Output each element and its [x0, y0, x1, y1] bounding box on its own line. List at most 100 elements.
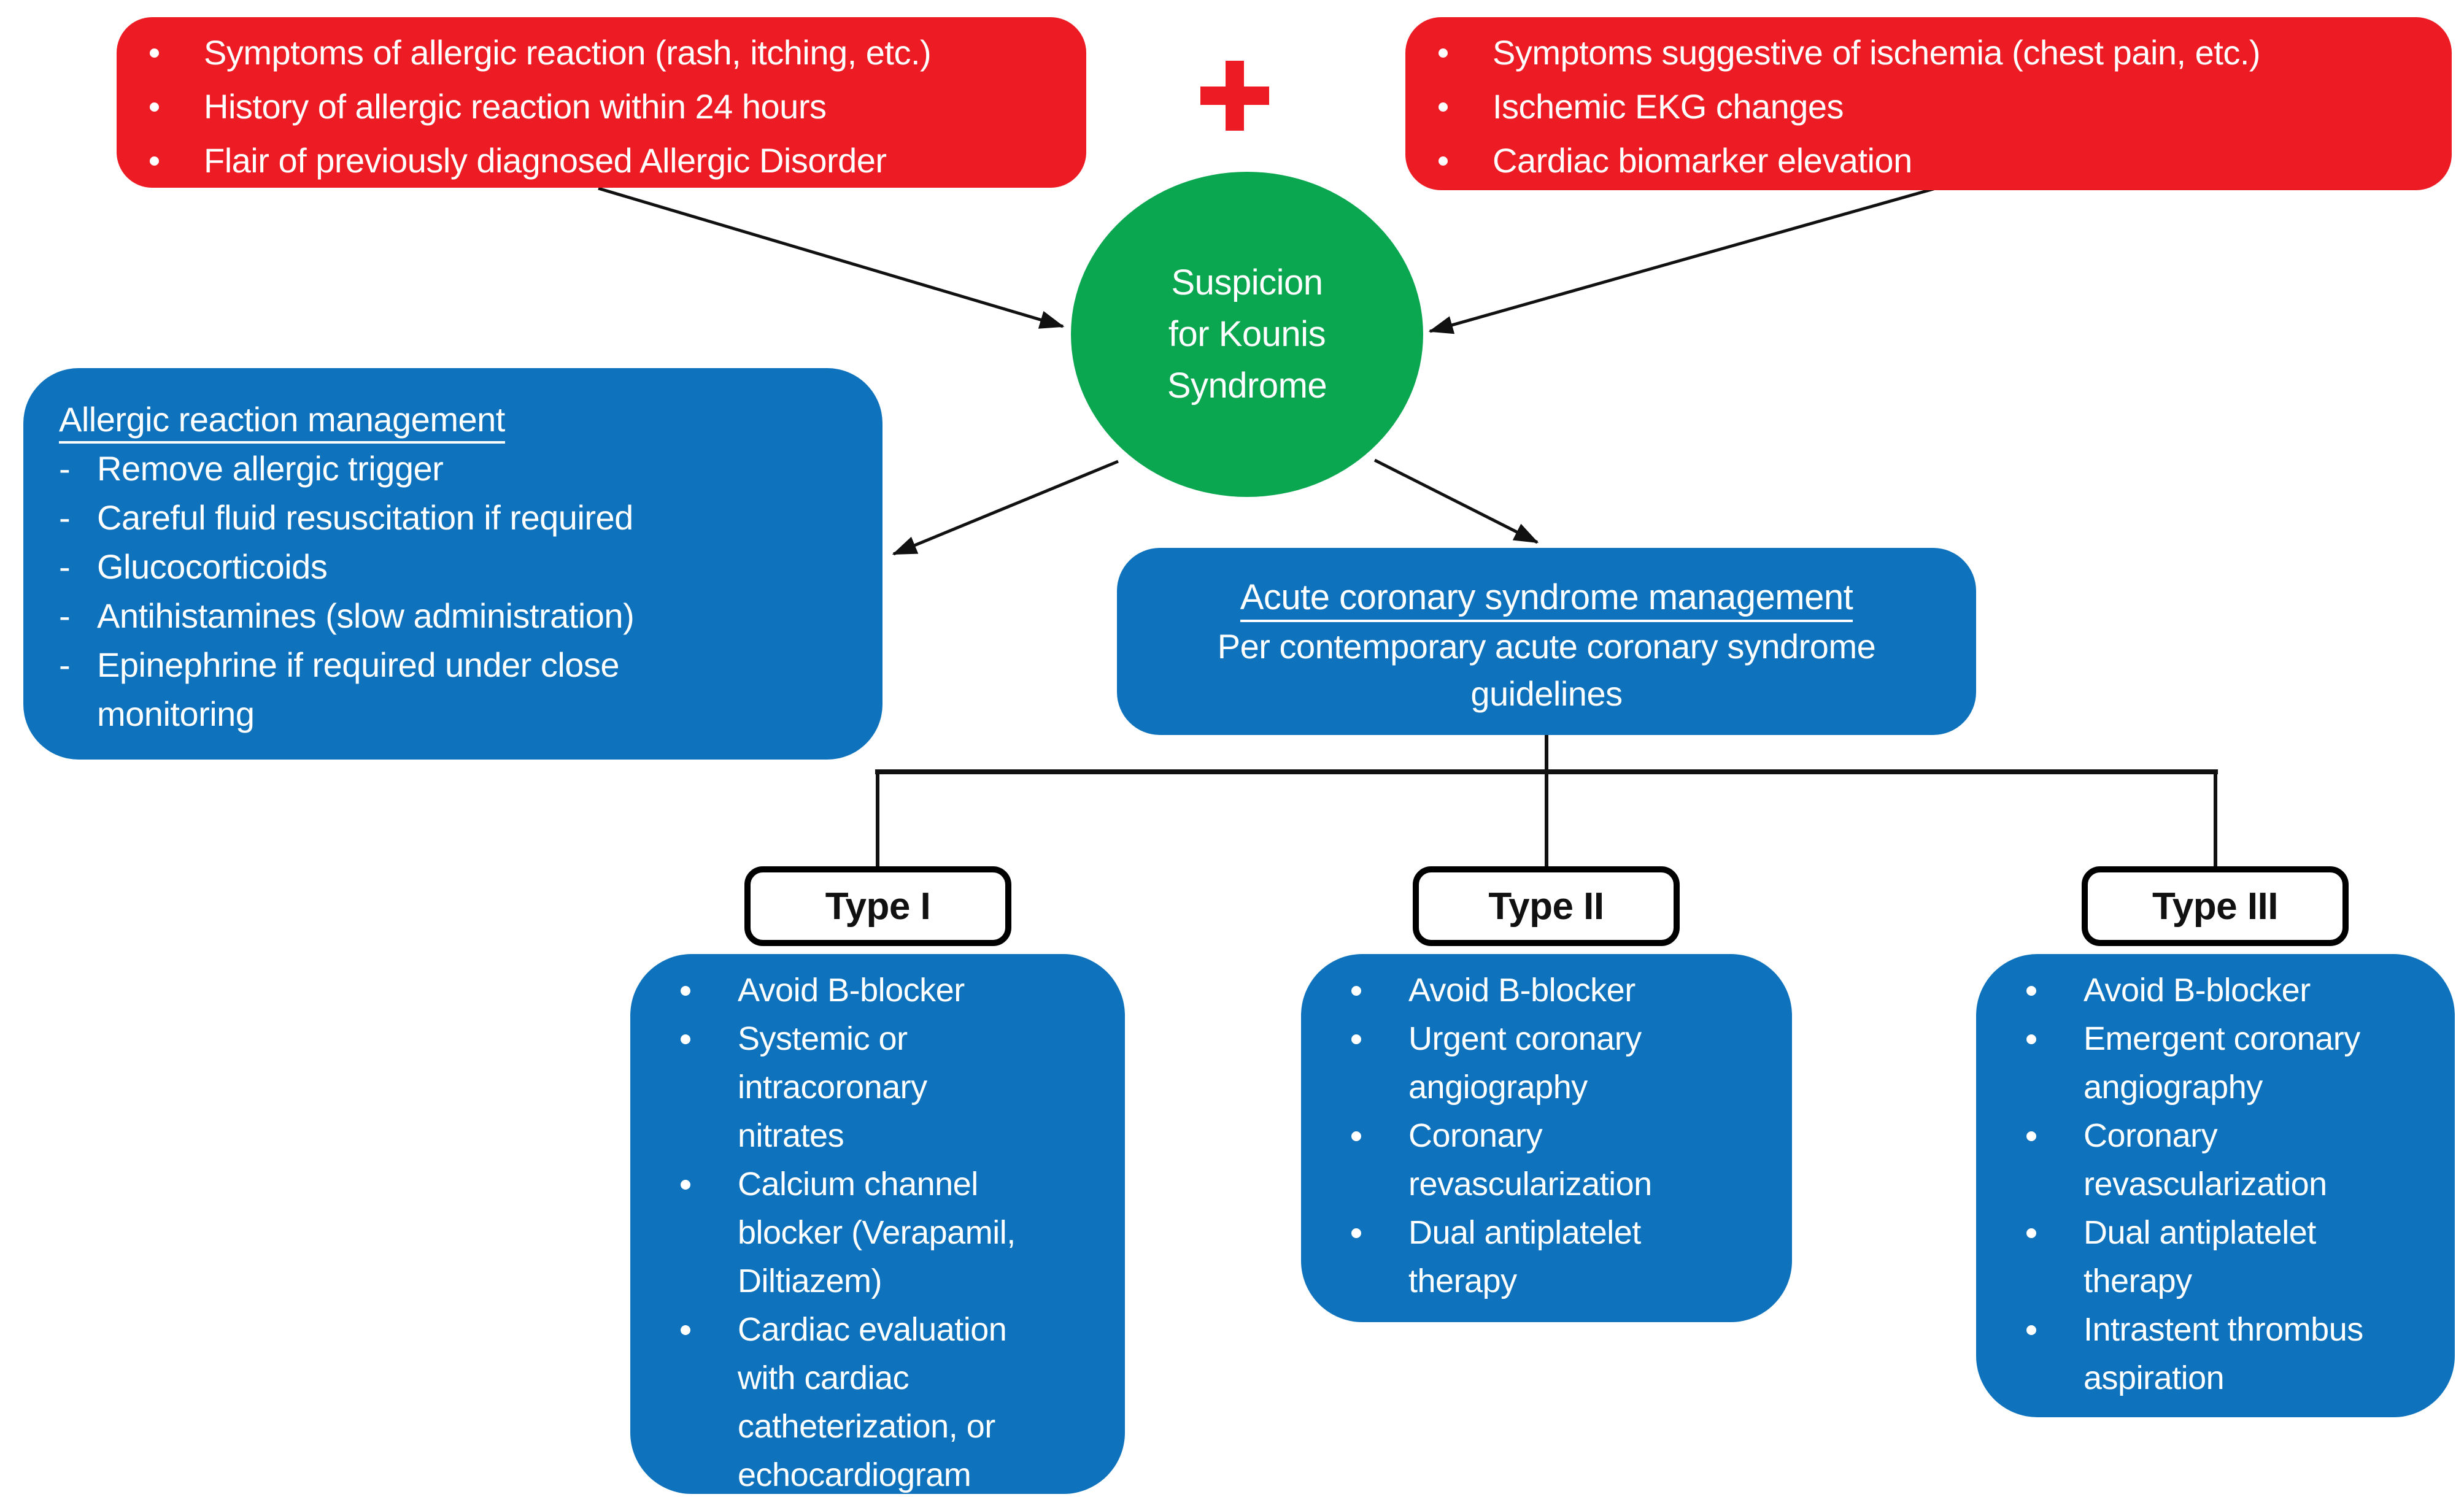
- acs-management-box: Acute coronary syndrome management Per c…: [1117, 548, 1976, 735]
- dot-bullet-icon: [2019, 1112, 2084, 1141]
- list-item: Avoid B-blocker: [2019, 966, 2440, 1015]
- acs-management-title-text: Acute coronary syndrome management: [1240, 577, 1853, 622]
- text-line: Syndrome: [1167, 366, 1327, 406]
- dot-glyph: [681, 1325, 690, 1335]
- list-item-text: Remove allergic trigger: [97, 444, 864, 493]
- list-item: Symptoms suggestive of ischemia (chest p…: [1427, 26, 2433, 80]
- text-line: guidelines: [1470, 674, 1623, 713]
- dot-glyph: [1351, 1228, 1361, 1238]
- dot-glyph: [681, 986, 690, 996]
- list-item-text: Avoid B-blocker: [2084, 966, 2440, 1015]
- text-line: angiography: [2084, 1069, 2263, 1106]
- text-line: Dual antiplatelet: [2084, 1214, 2316, 1251]
- list-item: -Glucocorticoids: [59, 542, 864, 591]
- list-item-text: Antihistamines (slow administration): [97, 591, 864, 641]
- text-line: Ischemic EKG changes: [1493, 87, 1844, 126]
- plus-icon: [1200, 61, 1269, 131]
- list-item: Emergent coronary angiography: [2019, 1015, 2440, 1112]
- list-item: Avoid B-blocker: [1344, 966, 1777, 1015]
- dot-bullet-icon: [673, 1160, 738, 1190]
- dot-bullet-icon: [673, 1015, 738, 1044]
- dot-bullet-icon: [2019, 966, 2084, 996]
- dot-bullet-icon: [1427, 26, 1493, 58]
- dash-bullet-icon: -: [59, 596, 71, 635]
- list-item-text: Emergent coronary angiography: [2084, 1015, 2440, 1112]
- text-line: Antihistamines (slow administration): [97, 596, 635, 635]
- list-item: -Remove allergic trigger: [59, 444, 864, 493]
- text-line: Avoid B-blocker: [2084, 972, 2311, 1009]
- text-line: Avoid B-blocker: [1408, 972, 1636, 1009]
- allergic-management-title-text: Allergic reaction management: [59, 400, 505, 444]
- text-line: Intrastent thrombus: [2084, 1311, 2363, 1348]
- dash-bullet-icon: -: [59, 449, 71, 488]
- ischemia-symptoms-box: Symptoms suggestive of ischemia (chest p…: [1405, 17, 2452, 190]
- type-2-header: Type II: [1413, 866, 1680, 946]
- dot-bullet-icon: [1344, 1209, 1408, 1238]
- dot-bullet-icon: [2019, 1306, 2084, 1335]
- dot-bullet-icon: [1427, 80, 1493, 112]
- text-line: with cardiac: [738, 1360, 910, 1396]
- arrow-suspicion-to-allergic-management: [892, 460, 1119, 556]
- text-line: Glucocorticoids: [97, 547, 328, 586]
- text-line: blocker (Verapamil,: [738, 1214, 1016, 1251]
- dot-bullet-icon: [2019, 1209, 2084, 1238]
- text-line: therapy: [1408, 1263, 1517, 1299]
- text-line: Avoid B-blocker: [738, 972, 965, 1009]
- dot-bullet-icon: [139, 134, 204, 166]
- list-item-text: Cardiac biomarker elevation: [1493, 134, 2433, 188]
- text-line: monitoring: [97, 695, 255, 733]
- list-item-text: Avoid B-blocker: [738, 966, 1110, 1015]
- dot-bullet-icon: [1344, 1112, 1408, 1141]
- list-item: -Antihistamines (slow administration): [59, 591, 864, 641]
- dot-glyph: [1439, 102, 1448, 112]
- text-line: nitrates: [738, 1117, 844, 1154]
- list-item: Symptoms of allergic reaction (rash, itc…: [139, 26, 1068, 80]
- arrow-suspicion-to-acs-management: [1373, 458, 1539, 544]
- dot-glyph: [1439, 48, 1448, 58]
- dot-glyph: [2026, 1034, 2036, 1044]
- list-item: Avoid B-blocker: [673, 966, 1110, 1015]
- dot-glyph: [681, 1034, 690, 1044]
- text-line: Calcium channel: [738, 1166, 978, 1203]
- text-line: Cardiac biomarker elevation: [1493, 141, 1912, 180]
- text-line: Coronary: [2084, 1117, 2218, 1154]
- text-line: catheterization, or: [738, 1408, 995, 1445]
- dot-glyph: [1351, 1131, 1361, 1141]
- text-line: for Kounis: [1168, 314, 1326, 354]
- text-line: Emergent coronary: [2084, 1020, 2360, 1057]
- list-item: Cardiac biomarker elevation: [1427, 134, 2433, 188]
- text-line: angiography: [1408, 1069, 1588, 1106]
- dot-glyph: [1351, 986, 1361, 996]
- list-item-text: Flair of previously diagnosed Allergic D…: [204, 134, 1068, 188]
- type-1-header: Type I: [744, 866, 1011, 946]
- dot-glyph: [681, 1180, 690, 1190]
- list-item-text: Avoid B-blocker: [1408, 966, 1777, 1015]
- acs-management-body: Per contemporary acute coronary syndrome…: [1117, 623, 1976, 717]
- text-line: Symptoms of allergic reaction (rash, itc…: [204, 33, 932, 72]
- dash-bullet-icon: -: [59, 645, 71, 684]
- type-3-header: Type III: [2082, 866, 2349, 946]
- allergic-symptoms-box: Symptoms of allergic reaction (rash, itc…: [117, 17, 1086, 188]
- arrow-ischemia-symptoms-to-suspicion: [1428, 187, 1936, 334]
- dot-glyph: [2026, 986, 2036, 996]
- dot-glyph: [2026, 1325, 2036, 1335]
- type-2-label: Type II: [1488, 885, 1604, 928]
- arrow-allergic-symptoms-to-suspicion: [598, 187, 1065, 329]
- dash-bullet-icon: -: [59, 547, 71, 586]
- text-line: therapy: [2084, 1263, 2192, 1299]
- dot-bullet-icon: [1344, 966, 1408, 996]
